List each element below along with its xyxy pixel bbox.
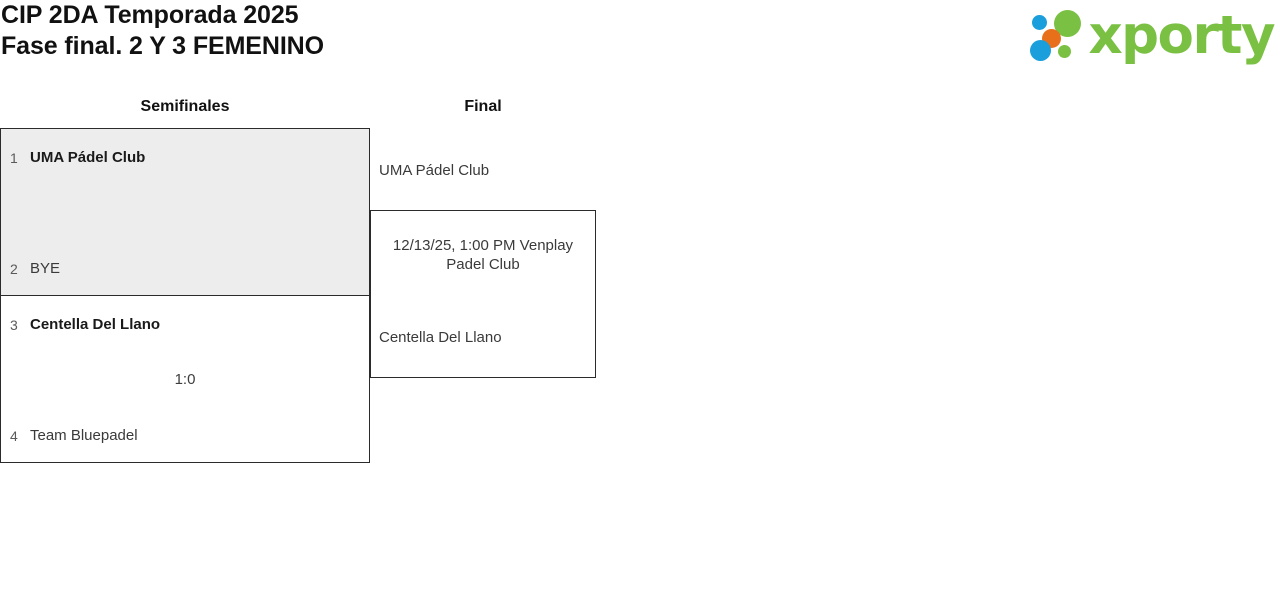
team-name: BYE	[30, 260, 61, 277]
match-score: 1:0	[174, 371, 196, 388]
competitor-row[interactable]: 4 Team Bluepadel	[1, 427, 369, 445]
match-box-semifinal-1[interactable]: 1 UMA Pádel Club 2 BYE	[0, 128, 370, 296]
match-box-semifinal-2[interactable]: 3 Centella Del Llano 1:0 4 Team Bluepade…	[0, 295, 370, 463]
seed-number: 4	[10, 428, 18, 444]
seed-number: 2	[10, 261, 18, 277]
competitor-row[interactable]: 3 Centella Del Llano	[1, 316, 369, 334]
logo-dot-blue-small	[1032, 15, 1048, 30]
match-box-final[interactable]: UMA Pádel Club 12/13/25, 1:00 PM Venplay…	[370, 162, 596, 378]
round-header-final: Final	[464, 98, 502, 115]
competitor-row[interactable]: 2 BYE	[1, 260, 369, 278]
match-schedule-line-2: Padel Club	[446, 256, 520, 273]
team-name: UMA Pádel Club	[30, 149, 146, 166]
logo-dot-green-small	[1058, 45, 1072, 58]
seed-number: 3	[10, 317, 18, 333]
logo-dot-blue-large	[1030, 40, 1052, 61]
team-name: Team Bluepadel	[30, 427, 138, 444]
competitor-row[interactable]: 1 UMA Pádel Club	[1, 149, 369, 167]
seed-number: 1	[10, 150, 18, 166]
page-title: CIP 2DA Temporada 2025 Fase final. 2 Y 3…	[0, 0, 324, 62]
xporty-logo[interactable]: xporty	[1030, 4, 1275, 66]
tournament-title-line-2: Fase final. 2 Y 3 FEMENINO	[1, 32, 324, 60]
final-team-top[interactable]: UMA Pádel Club	[379, 162, 490, 179]
logo-wordmark: xporty	[1088, 4, 1275, 66]
round-header-semifinales: Semifinales	[140, 98, 230, 115]
tournament-title-line-1: CIP 2DA Temporada 2025	[1, 1, 299, 29]
team-name: Centella Del Llano	[30, 316, 161, 333]
match-schedule-line-1: 12/13/25, 1:00 PM Venplay	[392, 237, 574, 254]
logo-dots-icon	[1030, 9, 1086, 61]
page-header: CIP 2DA Temporada 2025 Fase final. 2 Y 3…	[0, 0, 1280, 80]
match-schedule: 12/13/25, 1:00 PM Venplay Padel Club	[383, 236, 583, 274]
final-team-bottom[interactable]: Centella Del Llano	[379, 329, 502, 346]
